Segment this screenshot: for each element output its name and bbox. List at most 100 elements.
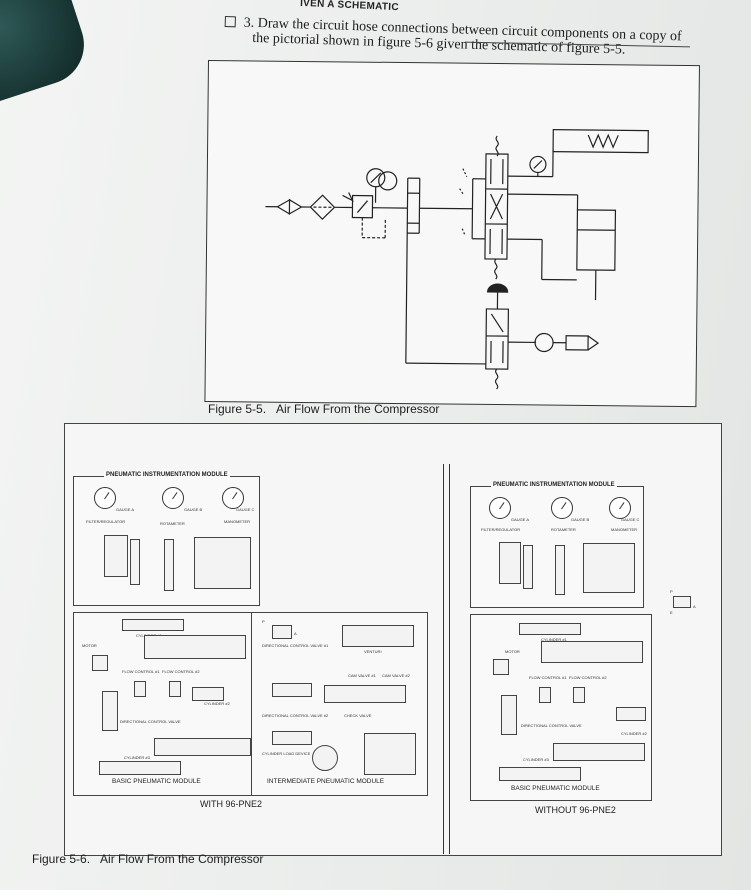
separator-line xyxy=(449,464,450,854)
module-title: PNEUMATIC INSTRUMENTATION MODULE xyxy=(104,472,230,478)
load-device-icon xyxy=(312,745,338,771)
flow-indicator-icon xyxy=(130,539,140,585)
motor-icon xyxy=(92,655,108,671)
cylinder-2-icon xyxy=(616,707,646,721)
port-e-label: E xyxy=(670,610,673,615)
cylinder-2-label: CYLINDER #2 xyxy=(204,701,230,706)
motor-icon xyxy=(493,659,509,675)
rotameter-label: ROTAMETER xyxy=(551,527,576,532)
cylinder-3-label: CYLINDER #3 xyxy=(124,755,150,760)
flow-control-1-icon xyxy=(134,681,146,697)
flow-control-2-label: FLOW CONTROL #2 xyxy=(569,675,607,680)
cam-valve-1-label: CAM VALVE #1 xyxy=(348,673,376,678)
gauge-a-icon xyxy=(94,487,116,509)
figure-5-6-caption: Figure 5-6. Air Flow From the Compressor xyxy=(32,852,263,866)
directional-control-valve-label: DIRECTIONAL CONTROL VALVE xyxy=(521,723,582,728)
with-96-pne2-label: WITH 96-PNE2 xyxy=(200,799,263,809)
caption-text: Air Flow From the Compressor xyxy=(100,852,264,866)
valve-1-icon xyxy=(272,625,292,639)
motor-symbol xyxy=(534,332,554,353)
flow-indicator-icon xyxy=(523,545,533,589)
dcv-2-label: DIRECTIONAL CONTROL VALVE #2 xyxy=(262,713,329,718)
cylinder-3-body-icon xyxy=(154,738,251,756)
photo-corner-background xyxy=(0,0,95,105)
manometer-label: MANOMETER xyxy=(611,527,637,532)
gauge-c-icon xyxy=(222,487,244,509)
gauge-a-label: GAUGE A xyxy=(511,517,530,522)
gauge-b-icon xyxy=(551,497,573,519)
gauge-a-icon xyxy=(489,497,511,519)
pneumatic-schematic-diagram xyxy=(265,129,649,390)
cylinder-1-icon xyxy=(122,619,184,631)
caption-number: Figure 5-6. xyxy=(32,852,91,866)
flow-control-1-icon xyxy=(539,687,551,703)
manometer-label: MANOMETER xyxy=(224,519,250,524)
question-3: 3. Draw the circuit hose connections bet… xyxy=(224,15,705,60)
cylinder-3-body-icon xyxy=(553,743,645,761)
gauge-c-icon xyxy=(609,497,631,519)
cylinder-symbol xyxy=(576,209,617,271)
directional-control-valve-label: DIRECTIONAL CONTROL VALVE xyxy=(120,719,181,724)
flow-control-2-label: FLOW CONTROL #2 xyxy=(162,669,200,674)
gauge-b-label: GAUGE B xyxy=(571,517,590,522)
caption-number: Figure 5-5. xyxy=(208,402,267,416)
port-p-label: P xyxy=(670,589,673,594)
cam-valve-assembly-icon xyxy=(324,685,406,703)
rotameter-tube-icon xyxy=(164,539,174,591)
flow-control-1-label: FLOW CONTROL #1 xyxy=(529,675,567,680)
motor-label: MOTOR xyxy=(82,643,97,648)
gauge-a-label: GAUGE A xyxy=(116,507,135,512)
load-box-icon xyxy=(364,733,416,775)
question-number: 3. xyxy=(243,15,255,31)
flow-control-1-label: FLOW CONTROL #1 xyxy=(122,669,160,674)
module-title: PNEUMATIC INSTRUMENTATION MODULE xyxy=(491,482,617,488)
directional-control-valve-icon xyxy=(501,695,517,735)
cylinder-2-label: CYLINDER #2 xyxy=(621,731,647,736)
intermediate-module: P A DIRECTIONAL CONTROL VALVE #1 VENTURI… xyxy=(251,612,428,796)
cylinder-load-symbol xyxy=(552,129,649,154)
gauge-b-icon xyxy=(162,487,184,509)
basic-module-right: CYLINDER #1 MOTOR FLOW CONTROL #1 FLOW C… xyxy=(470,614,652,801)
figure-5-5-caption: Figure 5-5. Air Flow From the Compressor xyxy=(208,402,439,416)
cylinder-2-symbol xyxy=(565,335,589,351)
filter-regulator-label: FILTER/REGULATOR xyxy=(86,519,126,524)
flow-control-2-icon xyxy=(169,681,181,697)
separator-line xyxy=(443,464,444,854)
cylinder-2-body-icon xyxy=(144,635,246,659)
dcv-2-icon xyxy=(272,731,312,745)
gauge-c-label: GAUGE C xyxy=(236,507,255,512)
basic-module-label: BASIC PNEUMATIC MODULE xyxy=(112,778,201,785)
check-valve-label: CHECK VALVE xyxy=(344,713,372,718)
cylinder-3-label: CYLINDER #3 xyxy=(523,757,549,762)
manometer-icon xyxy=(194,537,251,589)
intermediate-module-label: INTERMEDIATE PNEUMATIC MODULE xyxy=(267,778,385,785)
cylinder-3-icon xyxy=(499,767,581,781)
cylinder-3-icon xyxy=(99,761,181,775)
checkbox-icon[interactable] xyxy=(224,15,236,28)
manometer-icon xyxy=(583,543,635,593)
rotameter-tube-icon xyxy=(555,545,565,595)
filter-regulator-label: FILTER/REGULATOR xyxy=(481,527,521,532)
flow-control-2-icon xyxy=(573,687,585,703)
section-header-fragment: IVEN A SCHEMATIC xyxy=(299,0,400,14)
cylinder-1-label: CYLINDER #1 xyxy=(541,637,567,642)
port-p-label: P xyxy=(262,619,265,624)
cylinder-2-icon xyxy=(192,687,224,701)
basic-module-left: CYLINDER #1 MOTOR FLOW CONTROL #1 FLOW C… xyxy=(73,612,253,796)
filter-regulator-icon xyxy=(104,535,128,577)
cylinder-1-icon xyxy=(519,623,581,635)
filter-regulator-icon xyxy=(499,542,521,584)
directional-control-valve-icon xyxy=(102,691,118,731)
motor-label: MOTOR xyxy=(505,649,520,654)
spring-symbol xyxy=(495,135,499,157)
pilot-valve-symbol xyxy=(485,308,510,370)
figure-5-5-schematic xyxy=(204,60,700,408)
instrumentation-module-right: PNEUMATIC INSTRUMENTATION MODULE GAUGE A… xyxy=(470,482,644,608)
rotameter-label: ROTAMETER xyxy=(160,521,185,526)
basic-module-label: BASIC PNEUMATIC MODULE xyxy=(511,785,600,792)
without-96-pne2-label: WITHOUT 96-PNE2 xyxy=(535,805,616,815)
gauge-b-label: GAUGE B xyxy=(184,507,203,512)
cylinder-2-body-icon xyxy=(541,641,643,663)
directional-valve-symbol xyxy=(484,153,509,260)
